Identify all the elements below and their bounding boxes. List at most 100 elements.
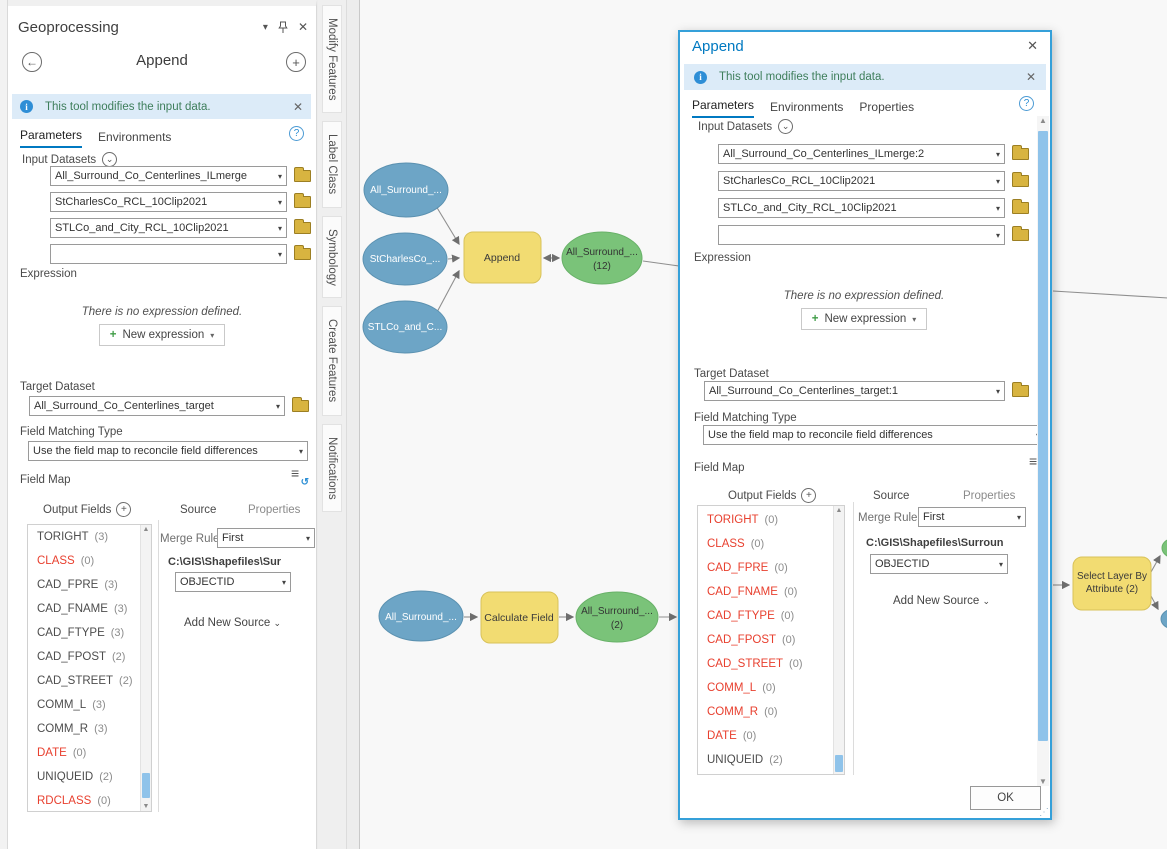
field-row[interactable]: COMM_L(0) bbox=[707, 682, 776, 694]
scrollbar-thumb[interactable] bbox=[142, 773, 150, 798]
properties-tab[interactable]: Properties bbox=[963, 490, 1016, 502]
browse-folder-icon[interactable] bbox=[1012, 145, 1029, 160]
field-matching-select[interactable]: Use the field map to reconcile field dif… bbox=[703, 425, 1045, 445]
field-row[interactable]: DATE(0) bbox=[707, 730, 757, 742]
scroll-down-icon[interactable]: ▼ bbox=[1039, 777, 1047, 786]
source-field-select[interactable]: OBJECTID ▾ bbox=[175, 572, 291, 592]
source-tab[interactable]: Source bbox=[873, 490, 910, 502]
add-new-source-button[interactable]: Add New Source ⌄ bbox=[893, 595, 990, 607]
properties-tab[interactable]: Properties bbox=[248, 504, 301, 516]
field-row[interactable]: DATE(0) bbox=[37, 747, 87, 759]
input-dataset-select-empty[interactable]: ▾ bbox=[50, 244, 287, 264]
reset-field-map-icon[interactable]: ≡ ↺ bbox=[290, 465, 309, 488]
field-row[interactable]: UNIQUEID(2) bbox=[37, 771, 113, 783]
tab-label-class[interactable]: Label Class bbox=[322, 121, 342, 208]
output-fields-list[interactable]: TORIGHT(0) CLASS(0) CAD_FPRE(0) CAD_FNAM… bbox=[697, 505, 845, 775]
field-row[interactable]: RDCLASS(0) bbox=[37, 795, 111, 807]
input-dataset-select-empty[interactable]: ▾ bbox=[718, 225, 1005, 245]
source-field-select[interactable]: OBJECTID ▾ bbox=[870, 554, 1008, 574]
field-row[interactable]: CAD_FPRE(0) bbox=[707, 562, 788, 574]
model-input-node-clipped[interactable] bbox=[1160, 609, 1167, 629]
model-input-node[interactable] bbox=[363, 162, 449, 218]
scrollbar-thumb[interactable] bbox=[835, 755, 843, 772]
scroll-down-icon[interactable]: ▼ bbox=[142, 803, 150, 810]
tab-create-features[interactable]: Create Features bbox=[322, 306, 342, 416]
browse-folder-icon[interactable] bbox=[294, 219, 311, 234]
browse-folder-icon[interactable] bbox=[294, 245, 311, 260]
new-expression-button[interactable]: + New expression ▾ bbox=[800, 308, 928, 330]
tab-parameters[interactable]: Parameters bbox=[20, 128, 83, 148]
field-row[interactable]: CAD_FNAME(3) bbox=[37, 603, 128, 615]
field-row[interactable]: CAD_STREET(2) bbox=[37, 675, 133, 687]
chevron-down-circle-icon[interactable]: ⌄ bbox=[778, 119, 794, 134]
tab-modify-features[interactable]: Modify Features bbox=[322, 5, 342, 114]
field-row[interactable]: CAD_FPOST(2) bbox=[37, 651, 126, 663]
field-row[interactable]: CLASS(0) bbox=[707, 538, 765, 550]
back-button[interactable]: ← bbox=[22, 52, 42, 72]
field-row[interactable]: UNIQUEID(2) bbox=[707, 754, 783, 766]
target-dataset-select[interactable]: All_Surround_Co_Centerlines_target:1 ▾ bbox=[704, 381, 1005, 401]
new-expression-button[interactable]: + New expression ▾ bbox=[98, 324, 226, 346]
model-output-node-clipped[interactable] bbox=[1161, 538, 1167, 558]
append-dialog[interactable]: Append ✕ i This tool modifies the input … bbox=[678, 30, 1052, 820]
model-tool-node-select-layer[interactable] bbox=[1072, 556, 1152, 611]
browse-folder-icon[interactable] bbox=[1012, 172, 1029, 187]
tab-symbology[interactable]: Symbology bbox=[322, 215, 342, 299]
browse-folder-icon[interactable] bbox=[1012, 226, 1029, 241]
source-tab[interactable]: Source bbox=[180, 504, 217, 516]
model-input-node[interactable] bbox=[378, 590, 464, 642]
field-row[interactable]: COMM_R(0) bbox=[707, 706, 778, 718]
input-dataset-select[interactable]: STLCo_and_City_RCL_10Clip2021 ▾ bbox=[50, 218, 287, 238]
field-row[interactable]: CAD_STREET(0) bbox=[707, 658, 803, 670]
browse-folder-icon[interactable] bbox=[292, 397, 309, 412]
list-scrollbar[interactable]: ▲ bbox=[833, 506, 844, 774]
scroll-up-icon[interactable]: ▲ bbox=[1039, 116, 1047, 125]
browse-folder-icon[interactable] bbox=[294, 193, 311, 208]
field-row[interactable]: CAD_FTYPE(0) bbox=[707, 610, 795, 622]
open-new-tool-button[interactable]: + bbox=[286, 52, 306, 72]
chevron-down-circle-icon[interactable]: ⌄ bbox=[102, 152, 118, 167]
field-row[interactable]: TORIGHT(3) bbox=[37, 531, 108, 543]
field-matching-select[interactable]: Use the field map to reconcile field dif… bbox=[28, 441, 308, 461]
help-icon[interactable]: ? bbox=[1019, 96, 1034, 111]
field-row[interactable]: COMM_L(3) bbox=[37, 699, 106, 711]
resize-grip[interactable]: ⋰ bbox=[1039, 807, 1049, 818]
pin-icon[interactable] bbox=[278, 21, 288, 34]
merge-rule-select[interactable]: First ▾ bbox=[217, 528, 315, 548]
field-row[interactable]: COMM_R(3) bbox=[37, 723, 108, 735]
tab-parameters[interactable]: Parameters bbox=[692, 98, 755, 118]
scroll-up-icon[interactable]: ▲ bbox=[835, 507, 843, 514]
dismiss-warning-icon[interactable]: ✕ bbox=[1025, 70, 1036, 84]
dialog-scrollbar[interactable]: ▲ ▼ bbox=[1037, 116, 1049, 786]
input-dataset-select[interactable]: All_Surround_Co_Centerlines_ILmerge ▾ bbox=[50, 166, 287, 186]
field-row[interactable]: CLASS(0) bbox=[37, 555, 95, 567]
model-input-node[interactable] bbox=[362, 232, 448, 286]
ok-button[interactable]: OK bbox=[970, 786, 1041, 810]
browse-folder-icon[interactable] bbox=[1012, 382, 1029, 397]
field-row[interactable]: CAD_FPOST(0) bbox=[707, 634, 796, 646]
dialog-close-icon[interactable]: ✕ bbox=[1027, 38, 1038, 53]
model-tool-node-append[interactable] bbox=[463, 231, 542, 284]
tab-properties[interactable]: Properties bbox=[859, 100, 915, 114]
field-row[interactable]: CAD_FPRE(3) bbox=[37, 579, 118, 591]
merge-rule-select[interactable]: First ▾ bbox=[918, 507, 1026, 527]
field-row[interactable]: TORIGHT(0) bbox=[707, 514, 778, 526]
tab-environments[interactable]: Environments bbox=[770, 100, 844, 114]
tab-notifications[interactable]: Notifications bbox=[322, 423, 342, 513]
add-field-icon[interactable]: + bbox=[801, 488, 817, 503]
field-row[interactable]: CAD_FNAME(0) bbox=[707, 586, 798, 598]
model-output-node[interactable] bbox=[575, 591, 659, 643]
browse-folder-icon[interactable] bbox=[1012, 199, 1029, 214]
list-scrollbar[interactable]: ▲ ▼ bbox=[140, 525, 151, 811]
input-dataset-select[interactable]: StCharlesCo_RCL_10Clip2021 ▾ bbox=[50, 192, 287, 212]
model-output-node[interactable] bbox=[561, 231, 643, 285]
field-row[interactable]: CAD_FTYPE(3) bbox=[37, 627, 125, 639]
help-icon[interactable]: ? bbox=[289, 126, 304, 141]
pane-close-icon[interactable]: ✕ bbox=[297, 20, 308, 34]
model-tool-node-calculate-field[interactable] bbox=[480, 591, 559, 644]
scroll-up-icon[interactable]: ▲ bbox=[142, 526, 150, 533]
target-dataset-select[interactable]: All_Surround_Co_Centerlines_target ▾ bbox=[29, 396, 285, 416]
tab-environments[interactable]: Environments bbox=[98, 130, 172, 144]
pane-menu-icon[interactable]: ▾ bbox=[262, 21, 268, 33]
scrollbar-thumb[interactable] bbox=[1038, 131, 1048, 741]
